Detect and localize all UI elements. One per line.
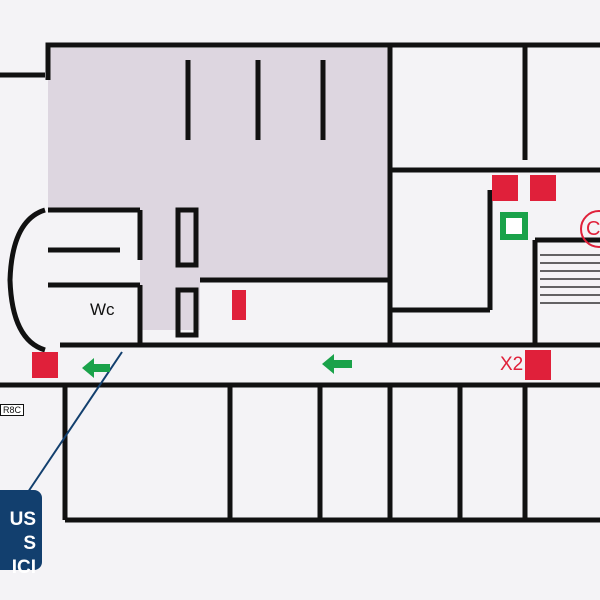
you-are-here-line-2: S ICI bbox=[11, 533, 36, 578]
stairs bbox=[540, 254, 600, 304]
you-are-here-line-1: US bbox=[9, 509, 36, 530]
shaded-area bbox=[48, 48, 390, 330]
emergency-exit-icon bbox=[500, 212, 528, 240]
fire-extinguisher-icon bbox=[232, 175, 556, 380]
walls bbox=[0, 42, 600, 523]
fire-alarm-icon bbox=[32, 175, 518, 378]
you-are-here-pointer bbox=[27, 351, 123, 493]
evacuation-arrow-icon bbox=[82, 354, 352, 378]
you-are-here-marker: US S ICI bbox=[0, 490, 42, 578]
extinguisher-count: X2 bbox=[500, 354, 524, 375]
small-label: R8C bbox=[0, 404, 25, 416]
room-label-wc: Wc bbox=[90, 300, 115, 319]
